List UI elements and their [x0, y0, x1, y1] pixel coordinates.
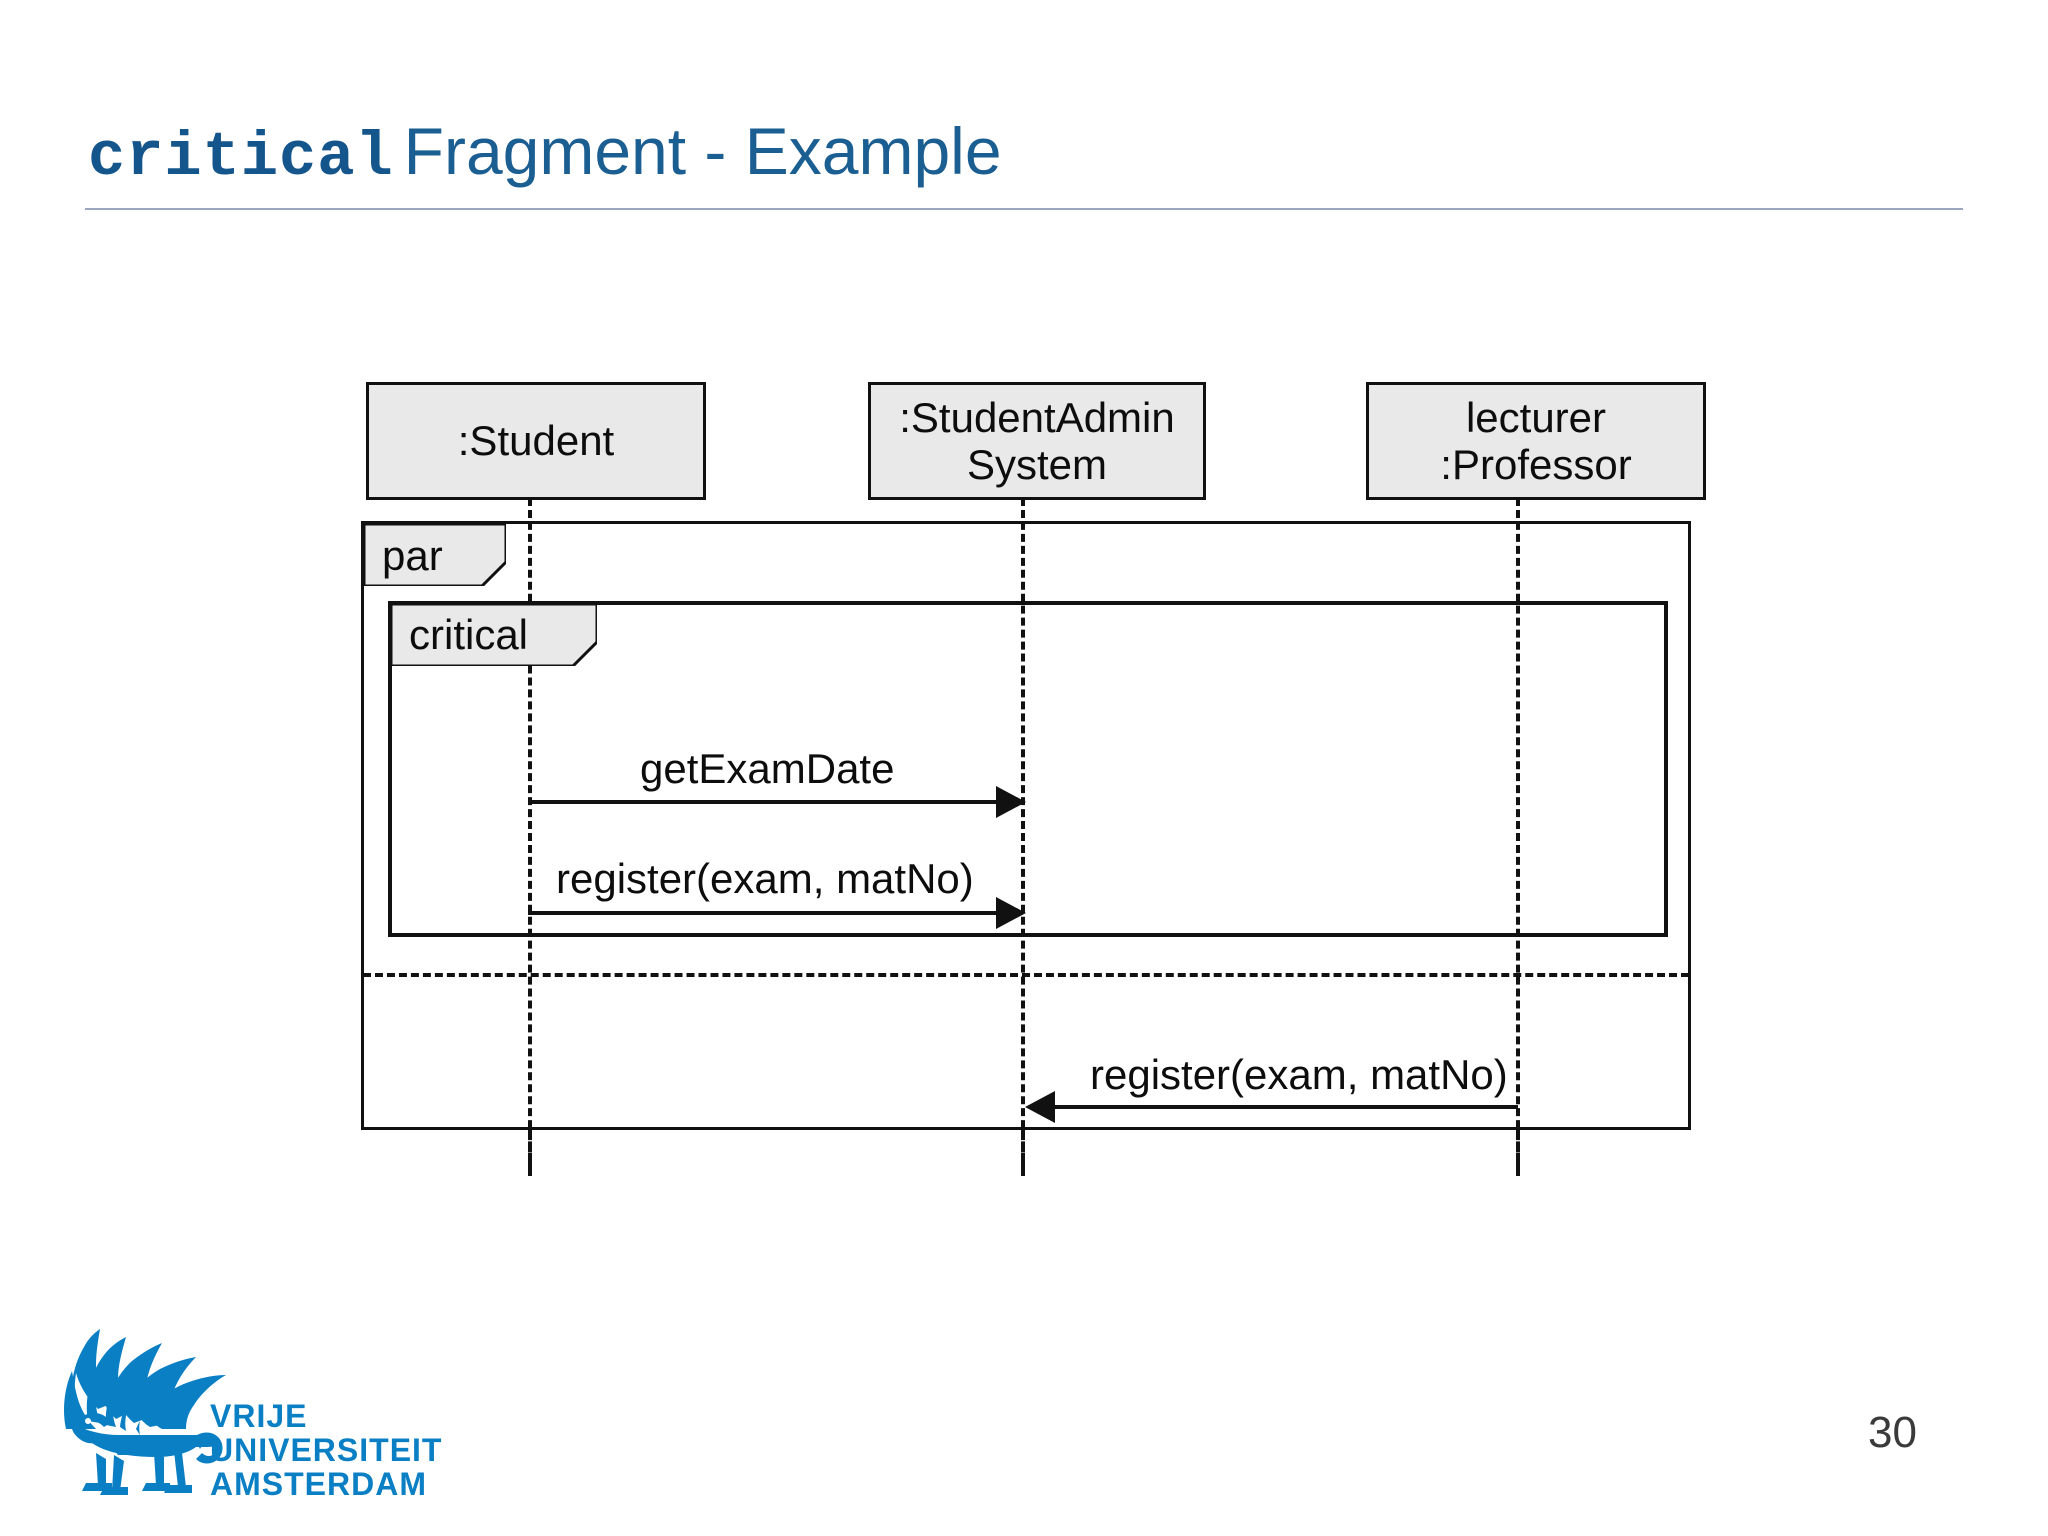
vu-logo-line1: VRIJE — [210, 1398, 307, 1434]
lifeline-header-student[interactable]: :Student — [366, 382, 706, 500]
lifeline-dash-student — [528, 498, 532, 1176]
fragment-tag-critical-shape — [391, 604, 597, 666]
fragment-tag-critical-label: critical — [409, 611, 529, 658]
lifeline-label-student-line1: :Student — [457, 417, 615, 465]
par-operand-separator — [363, 973, 1689, 977]
combined-fragment-par[interactable] — [361, 521, 1691, 1130]
page-title-keyword: critical — [88, 122, 394, 193]
fragment-tag-par-label: par — [382, 532, 443, 579]
message-arrowhead-register-professor — [1025, 1091, 1055, 1123]
title-divider — [85, 208, 1963, 210]
lifeline-dash-studentadmin — [1021, 498, 1025, 1176]
message-label-register-professor: register(exam, matNo) — [1090, 1051, 1508, 1098]
fragment-tag-par-shape — [364, 524, 506, 586]
griffin-icon — [64, 1329, 226, 1495]
message-line-register-student — [528, 911, 998, 915]
lifeline-tail-professor — [1516, 1130, 1520, 1172]
lifeline-dash-professor — [1516, 498, 1520, 1176]
lifeline-label-professor-line2: :Professor — [1440, 441, 1632, 488]
vu-logo-line3: AMSTERDAM — [210, 1466, 427, 1502]
message-arrowhead-register-student — [996, 897, 1026, 929]
fragment-tag-par: par — [364, 524, 506, 586]
vu-logo-svg: VRIJE UNIVERSITEIT AMSTERDAM — [64, 1329, 442, 1502]
page-number: 30 — [1868, 1408, 1917, 1457]
message-line-getExamDate — [528, 800, 998, 804]
vu-logo-wordmark: VRIJE UNIVERSITEIT AMSTERDAM — [210, 1398, 442, 1502]
vrije-universiteit-amsterdam-logo: VRIJE UNIVERSITEIT AMSTERDAM — [58, 1325, 458, 1510]
vu-logo-line2: UNIVERSITEIT — [210, 1432, 442, 1468]
message-line-register-professor — [1053, 1105, 1518, 1109]
lifeline-tail-student — [528, 1130, 532, 1172]
page-title-rest: Fragment - Example — [403, 114, 1002, 188]
combined-fragment-critical[interactable] — [388, 601, 1668, 937]
message-label-getExamDate: getExamDate — [640, 745, 895, 792]
lifeline-label-studentadmin-line1: :StudentAdmin — [899, 393, 1175, 441]
lifeline-label-studentadmin-line2: System — [966, 441, 1108, 488]
message-arrowhead-getExamDate — [996, 786, 1026, 818]
lifeline-tail-studentadmin — [1021, 1130, 1025, 1172]
fragment-tag-critical: critical — [391, 604, 597, 666]
lifeline-header-studentadmin[interactable]: :StudentAdmin System — [868, 382, 1206, 500]
lifeline-header-professor[interactable]: lecturer :Professor — [1366, 382, 1706, 500]
message-label-register-student: register(exam, matNo) — [556, 855, 974, 902]
lifeline-label-professor-line1: lecturer — [1465, 393, 1607, 441]
